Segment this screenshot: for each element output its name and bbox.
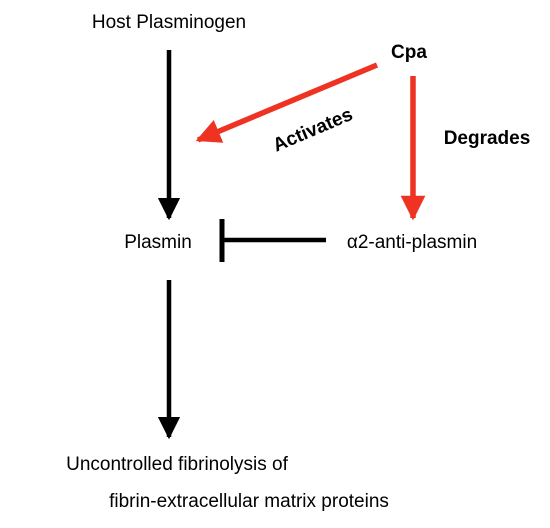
antiplasmin-inhibits-plasmin-edge	[219, 219, 326, 262]
alpha2-antiplasmin-label: α2-anti-plasmin	[347, 232, 477, 253]
activates-label: Activates	[270, 104, 356, 156]
degrades-label: Degrades	[444, 128, 531, 149]
fibrinolysis-label-line1: Uncontrolled fibrinolysis of	[66, 454, 288, 475]
fibrinolysis-label-line2: fibrin-extracellular matrix proteins	[109, 491, 389, 512]
cpa-activates-arrow	[195, 62, 379, 143]
cpa-label: Cpa	[391, 42, 427, 63]
plasmin-label: Plasmin	[124, 232, 192, 253]
host-plasminogen-label: Host Plasminogen	[92, 12, 246, 33]
